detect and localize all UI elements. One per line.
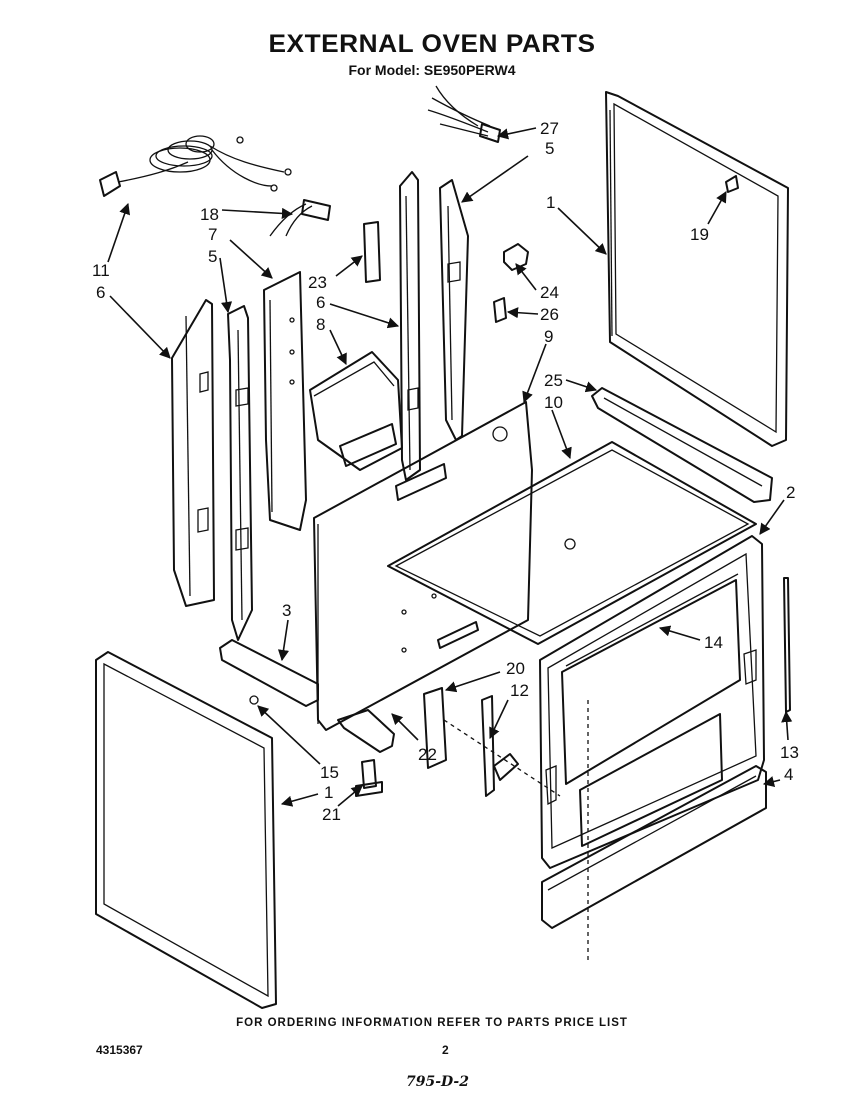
callout-25: 25	[544, 371, 563, 390]
callout-7: 7	[208, 225, 217, 244]
support-rod	[783, 577, 791, 713]
callout-9: 9	[544, 327, 553, 346]
callout-26: 26	[540, 305, 559, 324]
kick-plate	[541, 765, 767, 929]
callout-27: 27	[540, 119, 559, 138]
top-cover	[387, 441, 757, 645]
side-panel-left	[95, 651, 277, 1009]
wire-harness-top	[427, 85, 501, 143]
page-title: EXTERNAL OVEN PARTS	[268, 30, 596, 58]
lower-support	[337, 709, 395, 753]
hinge-bracket-12	[481, 695, 519, 797]
page-number: 2	[442, 1043, 449, 1057]
callout-10: 10	[544, 393, 563, 412]
callout-20: 20	[506, 659, 525, 678]
callout-19: 19	[690, 225, 709, 244]
callout-24: 24	[540, 283, 559, 302]
screw-15	[249, 695, 259, 705]
callout-18: 18	[200, 205, 219, 224]
callout-12: 12	[510, 681, 529, 700]
callout-6-right: 6	[316, 293, 325, 312]
top-trim	[591, 387, 773, 503]
oven-body	[313, 401, 533, 731]
callout-5-right: 5	[545, 139, 554, 158]
lower-bracket	[219, 639, 319, 707]
callout-1-top: 1	[546, 193, 555, 212]
callout-22: 22	[418, 745, 437, 764]
callout-6-left: 6	[96, 283, 105, 302]
side-rail-left-inner	[227, 305, 253, 641]
callout-21: 21	[322, 805, 341, 824]
power-cord	[99, 135, 292, 197]
front-frame	[539, 535, 765, 869]
handwritten-note: 795-D-2	[406, 1074, 469, 1090]
callout-labels: 27 5 1 19 18 7 5 11 6 23 6 8 24 26 9 25 …	[92, 119, 799, 824]
document-part-number: 4315367	[96, 1043, 143, 1057]
callout-1-bottom: 1	[324, 783, 333, 802]
ordering-note: FOR ORDERING INFORMATION REFER TO PARTS …	[236, 1017, 628, 1029]
callout-2: 2	[786, 483, 795, 502]
callout-23: 23	[308, 273, 327, 292]
leveling-leg-21	[355, 759, 383, 797]
model-subtitle: For Model: SE950PERW4	[348, 62, 516, 78]
rear-wrapper-panel	[263, 271, 307, 531]
clip-24	[503, 243, 529, 271]
callout-15: 15	[320, 763, 339, 782]
terminal-block	[269, 199, 331, 237]
vent-duct	[309, 351, 403, 471]
callout-3: 3	[282, 601, 291, 620]
callout-11: 11	[92, 261, 110, 280]
side-rail-left-outer	[171, 299, 215, 607]
side-rail-right-outer	[399, 171, 421, 481]
panel-clip	[725, 175, 739, 193]
callout-13: 13	[780, 743, 799, 762]
callout-5-left: 5	[208, 247, 217, 266]
side-rail-right-inner	[439, 179, 469, 441]
door-gasket	[565, 573, 739, 667]
callout-14: 14	[704, 633, 723, 652]
small-bracket	[363, 221, 381, 283]
side-panel-right	[605, 91, 789, 447]
callout-4: 4	[784, 765, 793, 784]
side-bracket-20	[423, 687, 447, 769]
clip-26	[493, 297, 507, 323]
leader-lines	[107, 127, 793, 807]
callout-8: 8	[316, 315, 325, 334]
